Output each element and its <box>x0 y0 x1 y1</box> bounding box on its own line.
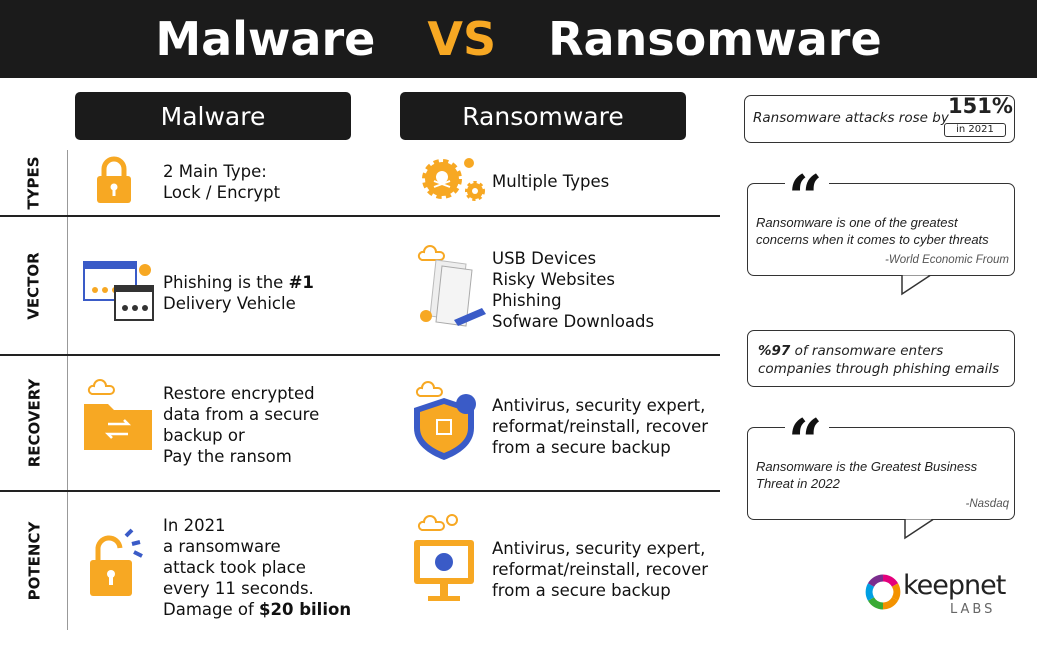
potency-ransomware-text: Antivirus, security expert,reformat/rein… <box>492 539 709 600</box>
title-vs: VS <box>427 12 497 66</box>
stat-value: 151% <box>948 94 1013 118</box>
keepnet-logo: keepnet LABS <box>865 570 1006 622</box>
divider <box>67 150 68 630</box>
phishing-windows-icon <box>83 261 154 321</box>
title-malware: Malware <box>155 12 376 66</box>
folder-sync-icon <box>84 379 152 450</box>
title-banner: Malware VS Ransomware <box>0 0 1037 78</box>
divider <box>0 215 720 217</box>
row-label-potency: POTENCY <box>25 521 43 601</box>
divider <box>0 354 720 356</box>
row-label-types: TYPES <box>24 155 43 210</box>
column-header-malware: Malware <box>75 92 351 140</box>
shield-icon <box>414 381 476 460</box>
types-malware-text: 2 Main Type:Lock / Encrypt <box>163 162 281 202</box>
types-ransomware-text: Multiple Types <box>492 172 610 191</box>
stat-box-151: Ransomware attacks rose by 151% in 2021 <box>744 95 1015 143</box>
logo-mark-icon <box>865 574 901 610</box>
gears-skull-icon <box>422 158 485 201</box>
row-label-vector: VECTOR <box>25 251 43 320</box>
unlocked-icon <box>90 528 143 596</box>
lock-icon <box>97 156 131 203</box>
documents-usb-icon <box>417 245 486 327</box>
stat-box-97: %97 of ransomware enters companies throu… <box>747 330 1015 387</box>
speech-tail <box>901 274 931 296</box>
monitor-virus-icon <box>414 514 474 601</box>
recovery-ransomware-text: Antivirus, security expert,reformat/rein… <box>492 396 709 457</box>
row-label-recovery: RECOVERY <box>25 378 44 468</box>
speech-tail <box>904 518 934 540</box>
stat-badge: in 2021 <box>944 123 1006 137</box>
title-ransomware: Ransomware <box>548 12 882 66</box>
column-header-ransomware: Ransomware <box>400 92 686 140</box>
quote-mark-icon: “ <box>785 412 829 444</box>
quote-mark-icon: “ <box>785 168 829 200</box>
divider <box>0 490 720 492</box>
